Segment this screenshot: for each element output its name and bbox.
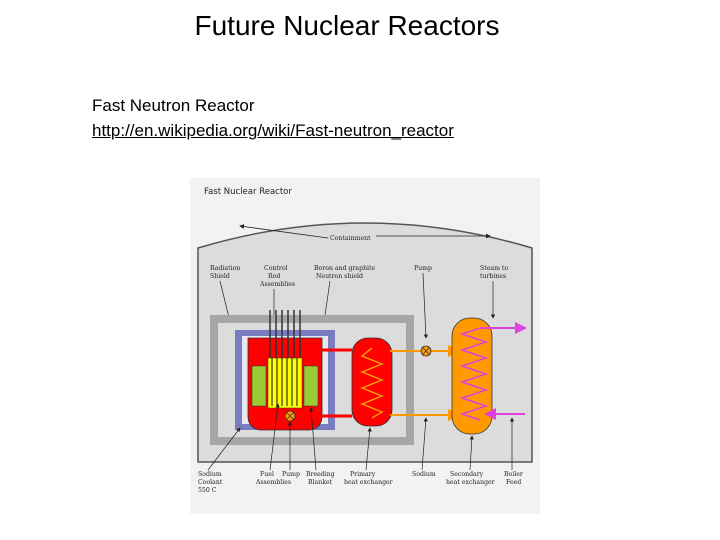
label-control-rod-3: Assemblies xyxy=(259,281,295,288)
label-control-rod-1: Control xyxy=(264,265,288,272)
label-sodium-coolant-2: Coolant xyxy=(198,479,223,486)
fast-reactor-diagram: Fast Nuclear Reactor Containment Radiati… xyxy=(190,178,540,514)
label-steam-1: Steam to xyxy=(480,265,508,272)
label-sodium-coolant-1: Sodium xyxy=(198,471,222,478)
wikipedia-link[interactable]: http://en.wikipedia.org/wiki/Fast-neutro… xyxy=(92,121,454,140)
label-primary-hx-2: heat exchanger xyxy=(344,479,393,486)
label-sodium: Sodium xyxy=(412,471,436,478)
label-pump-bottom: Pump xyxy=(282,471,300,478)
label-boron-2: Neutron shield xyxy=(316,273,363,280)
label-steam-2: turbines xyxy=(480,273,506,280)
primary-heat-exchanger xyxy=(351,337,393,427)
breeding-blanket-left xyxy=(251,365,267,407)
label-containment: Containment xyxy=(330,235,371,242)
label-fuel-2: Assemblies xyxy=(255,479,291,486)
label-radiation-shield-2: Shield xyxy=(210,273,230,280)
label-boiler-2: Feed xyxy=(506,479,521,486)
slide-title: Future Nuclear Reactors xyxy=(194,10,500,41)
label-control-rod-2: Rod xyxy=(268,273,280,280)
label-secondary-hx-1: Secondary xyxy=(450,471,484,478)
label-boiler-1: Boiler xyxy=(504,471,523,478)
breeding-blanket-right xyxy=(303,365,319,407)
label-secondary-hx-2: heat exchanger xyxy=(446,479,495,486)
label-boron-1: Boron and graphite xyxy=(314,265,376,272)
label-pump-top: Pump xyxy=(414,265,432,272)
label-breeding-2: Blanket xyxy=(308,479,333,486)
label-radiation-shield-1: Radiation xyxy=(210,265,240,272)
fuel-assemblies xyxy=(267,357,303,409)
label-breeding-1: Breeding xyxy=(306,471,335,478)
diagram-title: Fast Nuclear Reactor xyxy=(204,187,292,197)
subtitle: Fast Neutron Reactor xyxy=(92,96,255,115)
label-sodium-coolant-3: 550 C xyxy=(198,487,217,494)
label-fuel-1: Fuel xyxy=(260,471,274,478)
label-primary-hx-1: Primary xyxy=(350,471,376,478)
control-rods xyxy=(269,310,301,358)
